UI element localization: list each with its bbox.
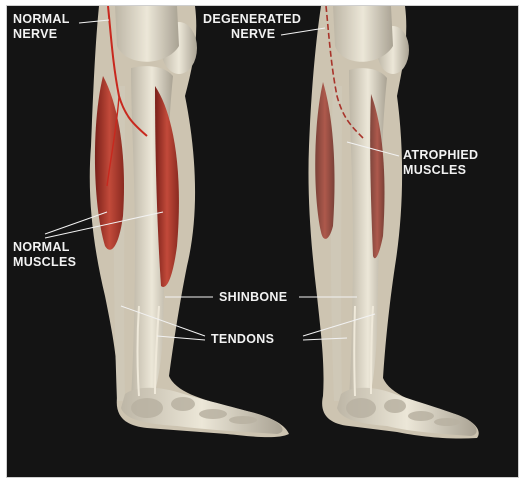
label-normal-muscles: NORMAL MUSCLES [13,240,76,270]
illustration-frame: NORMAL NERVE DEGENERATED NERVE ATROPHIED… [6,5,519,478]
leg-anatomy-illustration [7,6,518,477]
label-degenerated-nerve: DEGENERATED NERVE [203,12,301,42]
label-tendons: TENDONS [211,332,274,347]
degenerated-fibula [331,86,342,401]
label-shinbone: SHINBONE [219,290,287,305]
label-atrophied-muscles: ATROPHIED MUSCLES [403,148,478,178]
label-normal-nerve: NORMAL NERVE [13,12,70,42]
degenerated-femur-end [333,6,393,62]
degenerated-leg [308,6,478,439]
normal-femur-end [115,6,179,62]
